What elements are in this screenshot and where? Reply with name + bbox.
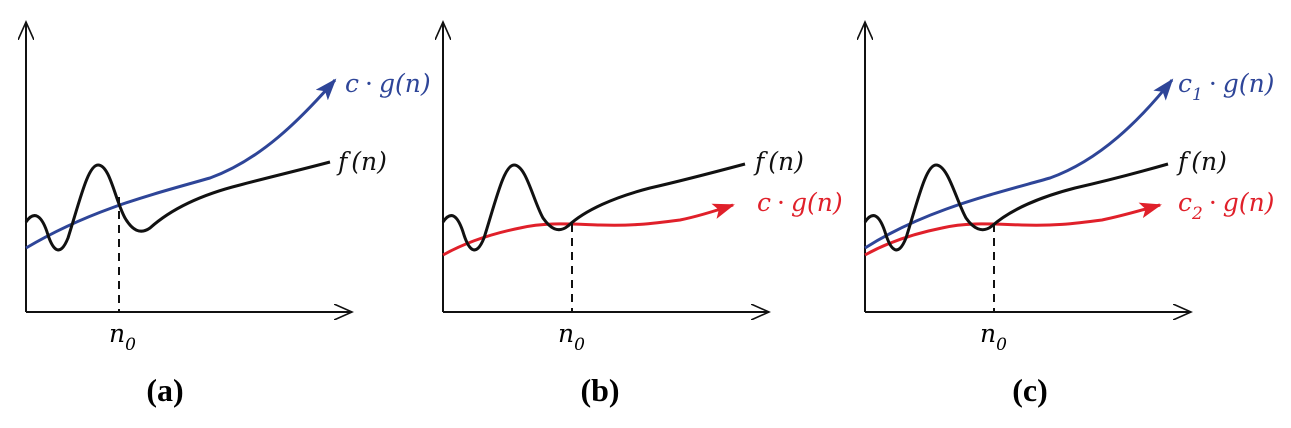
panel-b-f-label: f(n) xyxy=(753,147,804,176)
panel-a-f-curve xyxy=(24,160,331,252)
panel-a: n0 c·g(n) f(n) (a) xyxy=(26,22,431,408)
panel-c-f-curve xyxy=(863,162,1169,252)
panel-c-f-label: f(n) xyxy=(1176,147,1227,176)
panel-b-caption: (b) xyxy=(580,372,619,408)
panel-c: n0 c1·g(n) f(n) c2·g(n) (c) xyxy=(865,22,1274,408)
panel-c-lower-bound-curve xyxy=(864,202,1162,257)
panel-b-threshold-label: n0 xyxy=(558,319,585,355)
panel-c-threshold-label: n0 xyxy=(980,319,1007,355)
panel-c-upper-bound-curve xyxy=(864,78,1174,250)
panel-b-lower-bound-curve xyxy=(442,203,735,257)
panel-b-f-curve xyxy=(441,162,746,252)
panel-b-lower-label: c·g(n) xyxy=(757,188,843,217)
panel-a-caption: (a) xyxy=(146,372,183,408)
panel-a-upper-label: c·g(n) xyxy=(345,69,431,98)
panel-b: n0 f(n) c·g(n) (b) xyxy=(443,22,843,408)
panel-c-upper-label: c1·g(n) xyxy=(1178,69,1274,105)
panel-a-threshold-label: n0 xyxy=(109,319,136,355)
panel-c-lower-label: c2·g(n) xyxy=(1178,188,1274,224)
panel-c-caption: (c) xyxy=(1012,372,1048,408)
panel-a-f-label: f(n) xyxy=(336,147,387,176)
panel-a-upper-bound-curve xyxy=(25,78,337,250)
